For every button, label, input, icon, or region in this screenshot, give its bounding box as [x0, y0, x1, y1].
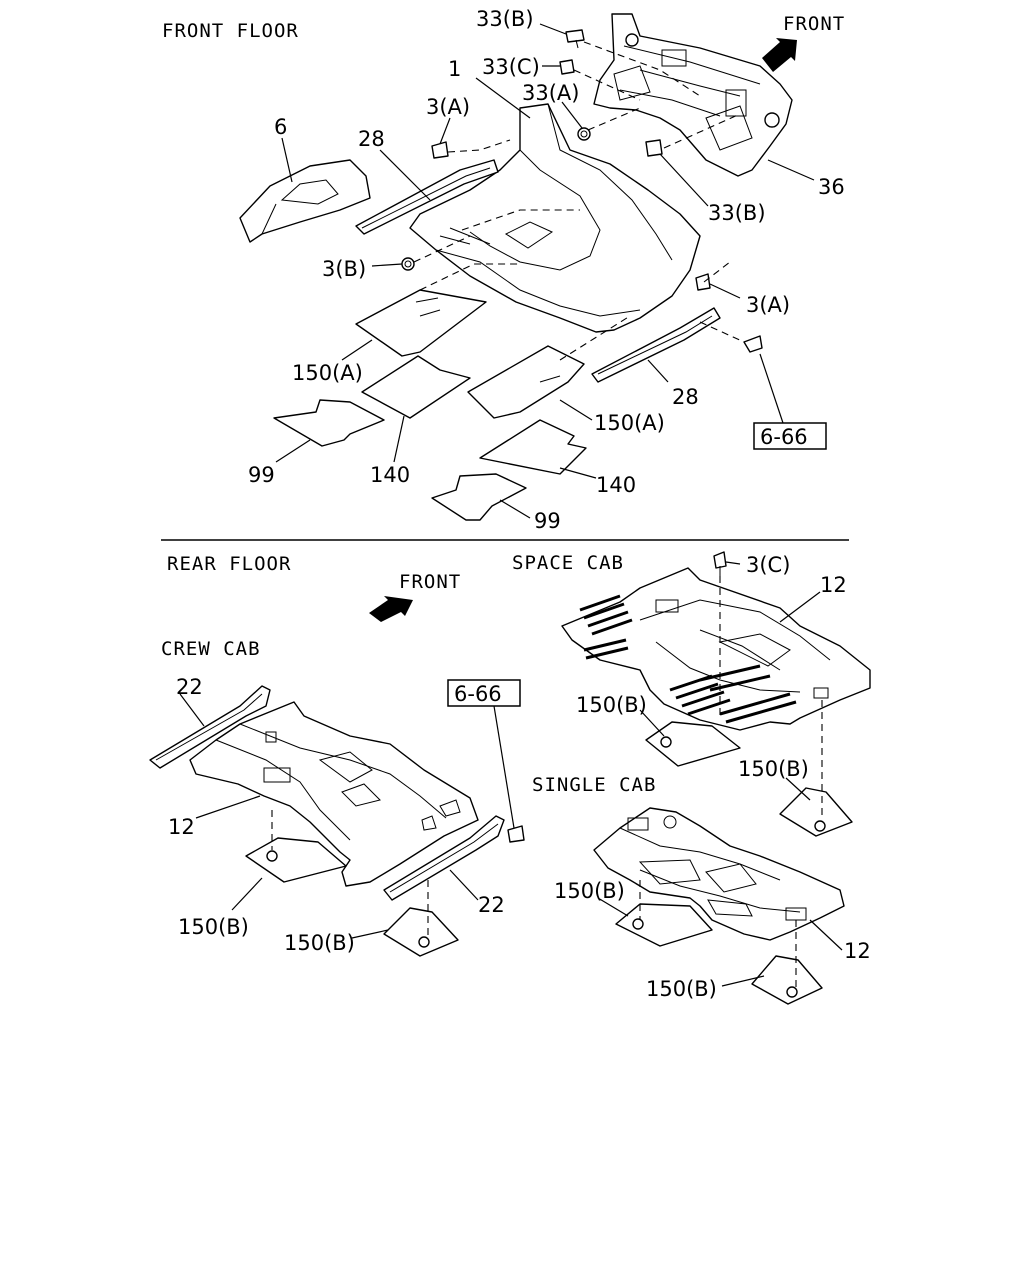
- part-99-right-pad: [431, 473, 527, 521]
- label-140-left: 140: [370, 463, 410, 487]
- space-cab-rear-carpet: [561, 567, 871, 731]
- space-cab-150b-left-pad: [645, 721, 741, 767]
- fastener-3a-top: [431, 141, 449, 159]
- label-33a: 33(A): [522, 81, 579, 105]
- crew-label-22-bottom: 22: [478, 893, 505, 917]
- single-label-12: 12: [844, 939, 871, 963]
- crew-label-150b-left: 150(B): [178, 915, 249, 939]
- crew-cab-clip: [507, 825, 525, 843]
- crew-cab-rear-carpet: [189, 701, 479, 887]
- label-28-left: 28: [358, 127, 385, 151]
- space-cab-guides: [639, 561, 823, 820]
- part-140-left-insulator: [361, 355, 471, 419]
- single-cab-150b-left-pad: [615, 903, 713, 947]
- front-arrow-icon-rear: [369, 596, 413, 622]
- crew-label-12: 12: [168, 815, 195, 839]
- fastener-33b-top: [565, 29, 585, 49]
- front-leader-lines: [275, 23, 815, 519]
- label-150a-left: 150(A): [292, 361, 363, 385]
- label-6: 6: [274, 115, 287, 139]
- single-cab-guides: [597, 880, 843, 990]
- label-3b: 3(B): [322, 257, 366, 281]
- fastener-33b-right: [645, 139, 663, 157]
- rear-floor-title: REAR FLOOR: [167, 553, 291, 575]
- label-33c: 33(C): [482, 55, 540, 79]
- label-3a-right: 3(A): [746, 293, 790, 317]
- space-cab-clip-3c: [713, 551, 727, 576]
- front-arrow-label-rear: FRONT: [399, 571, 461, 593]
- crew-cab-150b-left-pad: [245, 837, 347, 883]
- label-28-right: 28: [672, 385, 699, 409]
- crew-cab-title: CREW CAB: [161, 638, 261, 660]
- part-99-left-pad: [273, 399, 385, 447]
- label-99-right: 99: [534, 509, 561, 533]
- fastener-33c: [559, 59, 575, 75]
- crew-label-22-top: 22: [176, 675, 203, 699]
- single-cab-rear-carpet: [593, 807, 845, 941]
- front-clip: [743, 335, 763, 353]
- part-6-tunnel-cover: [239, 159, 371, 243]
- part-28-right-sill-plate: [591, 307, 721, 383]
- crew-cab-22-bottom-sill: [383, 815, 505, 901]
- ref-box-crew: [447, 679, 521, 707]
- crew-label-150b-right: 150(B): [284, 931, 355, 955]
- crew-cab-guides: [179, 693, 515, 939]
- label-150a-right: 150(A): [594, 411, 665, 435]
- part-150a-right-pad: [467, 345, 585, 419]
- fastener-33a: [577, 127, 591, 141]
- space-label-150b-left: 150(B): [576, 693, 647, 717]
- front-floor-title: FRONT FLOOR: [162, 20, 299, 42]
- front-arrow-label: FRONT: [783, 13, 845, 35]
- front-dashed-guides: [413, 41, 745, 361]
- single-cab-150b-bottom-pad: [751, 955, 823, 1005]
- space-label-3c: 3(C): [746, 553, 790, 577]
- fastener-3a-right: [695, 273, 711, 291]
- front-arrow-icon: [762, 38, 797, 72]
- ref-6-66-crew[interactable]: 6-66: [454, 682, 502, 706]
- label-33b-right: 33(B): [708, 201, 766, 225]
- front-direction-indicator: FRONT: [762, 13, 845, 72]
- crew-cab-150b-right-pad: [383, 907, 459, 957]
- label-33b-top: 33(B): [476, 7, 534, 31]
- single-label-150b-left: 150(B): [554, 879, 625, 903]
- part-150a-left-pad: [355, 289, 487, 357]
- part-140-right-insulator: [479, 419, 587, 475]
- ref-box-front: [753, 422, 827, 450]
- crew-cab-22-top-sill: [149, 685, 271, 769]
- front-direction-indicator-rear: FRONT: [369, 571, 461, 622]
- single-label-150b-bottom: 150(B): [646, 977, 717, 1001]
- single-cab-title: SINGLE CAB: [532, 774, 656, 796]
- ref-6-66-front[interactable]: 6-66: [760, 425, 808, 449]
- label-3a-top: 3(A): [426, 95, 470, 119]
- space-label-12: 12: [820, 573, 847, 597]
- label-1: 1: [448, 57, 461, 81]
- label-36: 36: [818, 175, 845, 199]
- space-cab-150b-right-pad: [779, 787, 853, 837]
- label-140-right: 140: [596, 473, 636, 497]
- fastener-3b: [401, 257, 415, 271]
- space-label-150b-right: 150(B): [738, 757, 809, 781]
- space-cab-title: SPACE CAB: [512, 552, 624, 574]
- label-99-left: 99: [248, 463, 275, 487]
- part-36-dash-insulator: [593, 13, 793, 177]
